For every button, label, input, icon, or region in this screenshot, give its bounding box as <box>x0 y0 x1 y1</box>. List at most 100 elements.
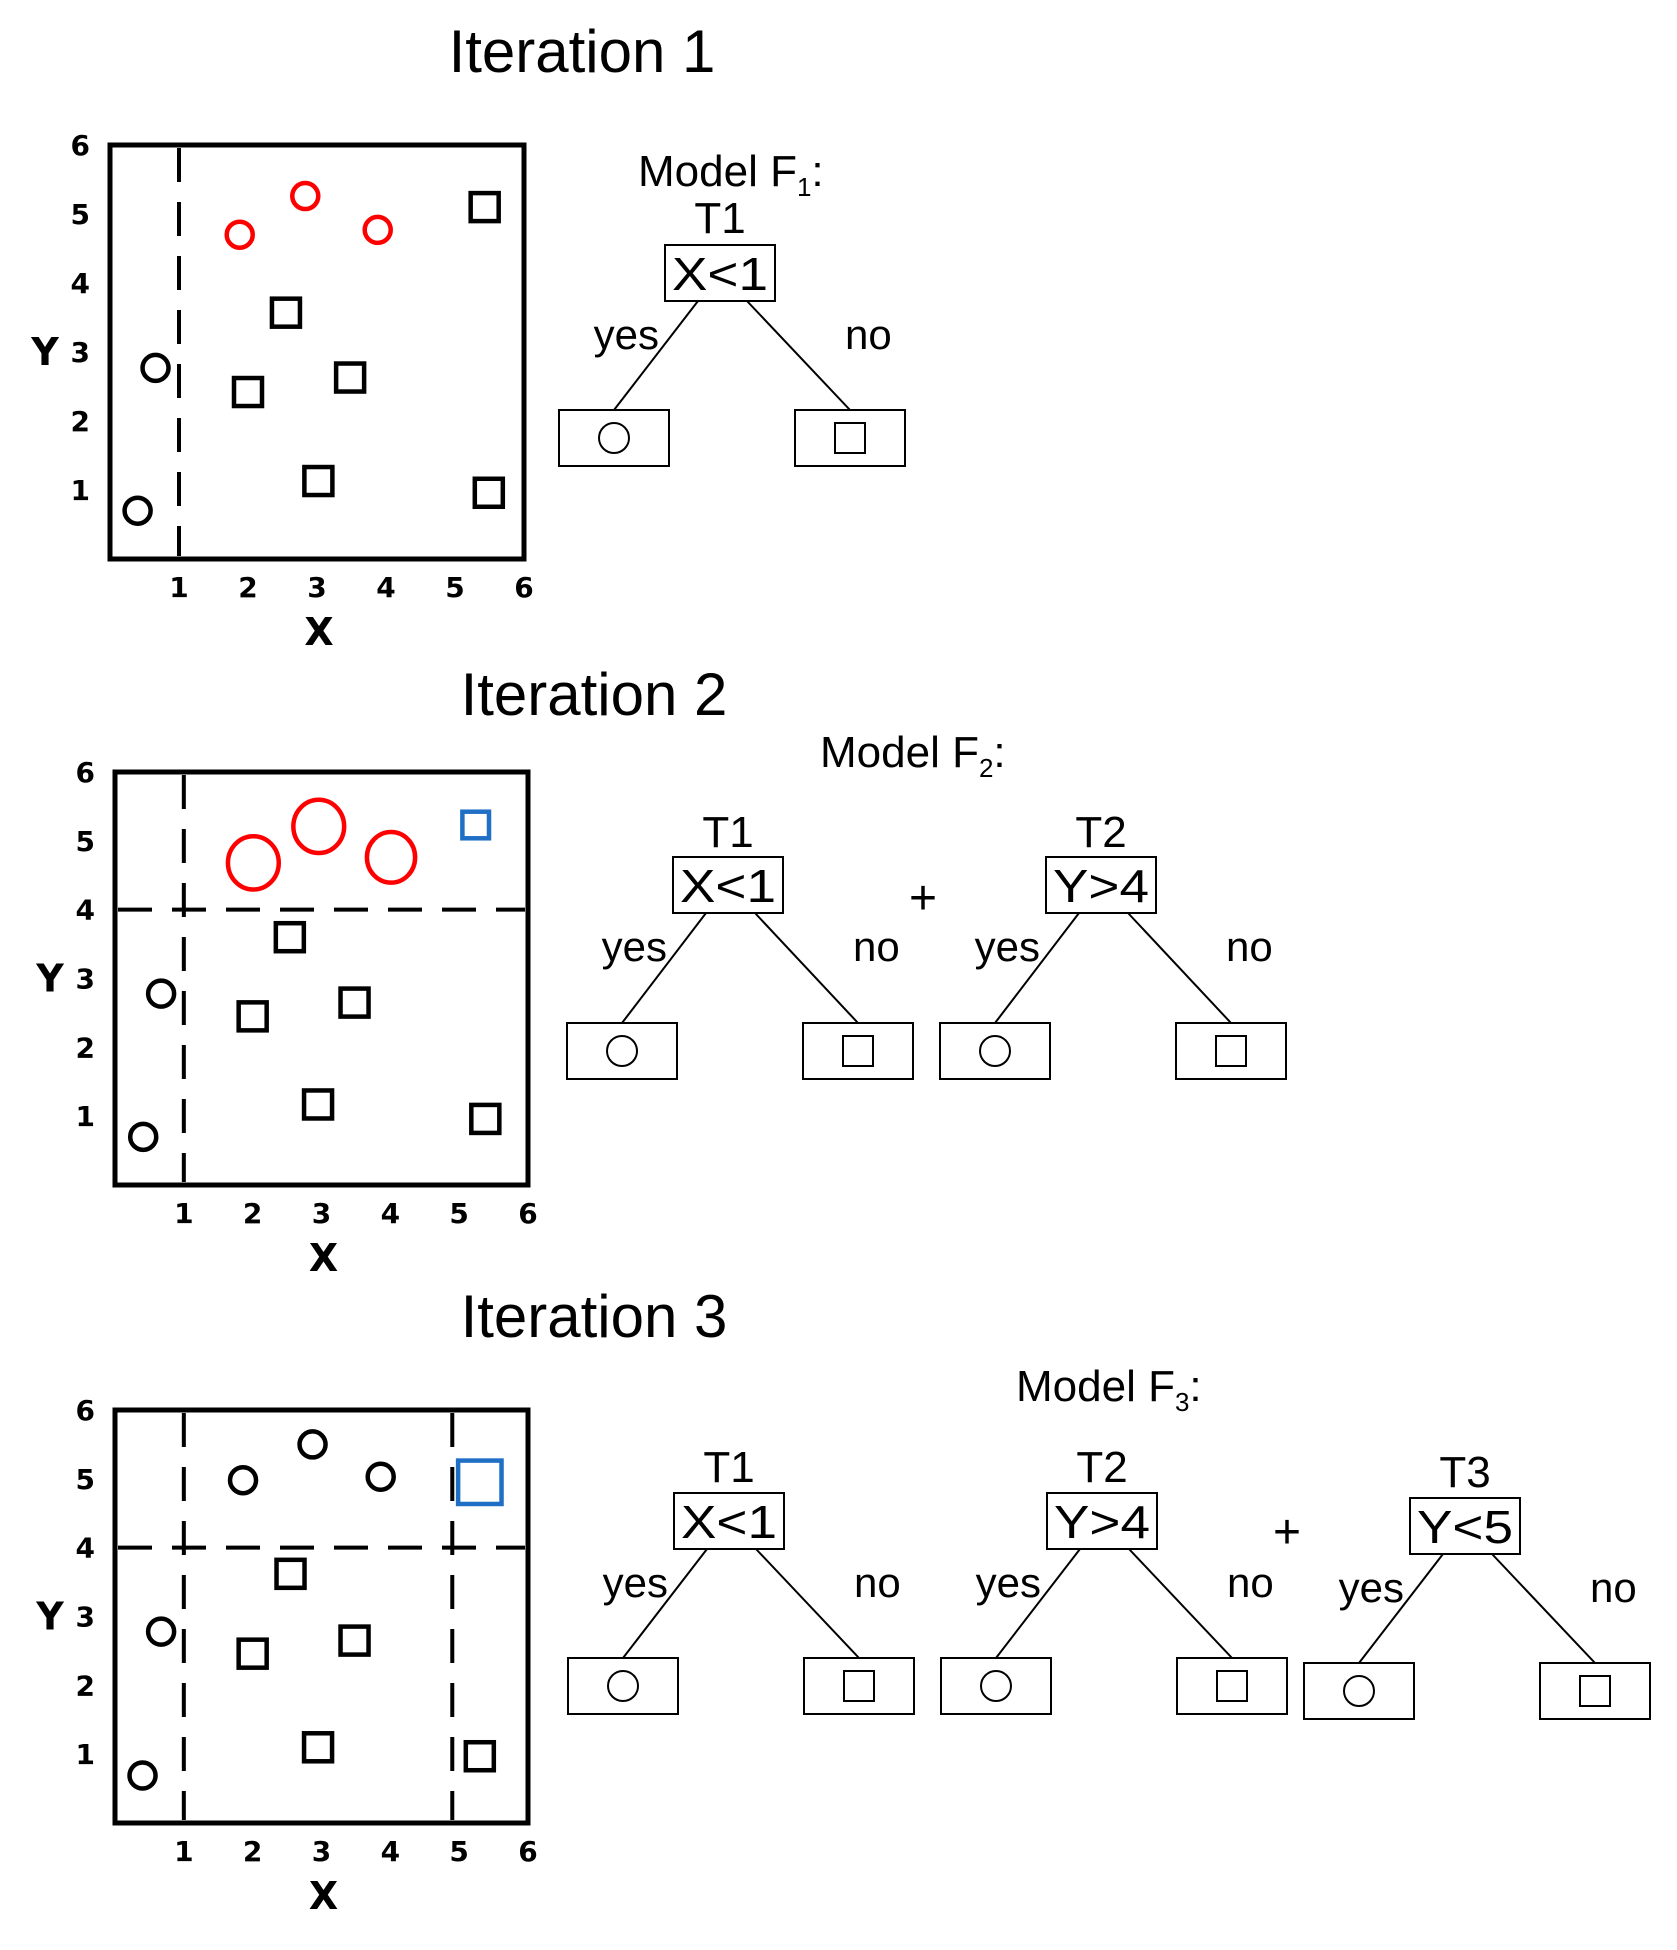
x-tick-label: 6 <box>518 1197 537 1230</box>
yes-branch-line <box>1358 1553 1444 1664</box>
square-point <box>236 1637 269 1670</box>
circle-point <box>145 1616 177 1647</box>
model-label: Model F1: <box>638 147 824 202</box>
split-condition: Y>4 <box>1054 1496 1150 1548</box>
yes-branch-line <box>622 1548 708 1659</box>
yes-leaf-circle-icon <box>607 1670 639 1702</box>
split-condition: Y>4 <box>1053 860 1149 912</box>
x-tick-label: 6 <box>514 571 533 604</box>
no-branch-line <box>1491 1553 1596 1664</box>
no-leaf-square-icon <box>1216 1670 1248 1702</box>
no-branch-line <box>746 300 851 411</box>
x-axis-label: X <box>309 1874 338 1918</box>
yes-leaf-box <box>567 1657 679 1715</box>
split-node-box <box>1046 1492 1158 1550</box>
y-tick-label: 6 <box>76 756 95 789</box>
y-tick-label: 5 <box>76 1463 95 1496</box>
misclassified-circle-point <box>362 214 393 246</box>
tree-name-label: T3 <box>1439 1448 1490 1497</box>
model-label-subscript: 3 <box>1175 1387 1189 1417</box>
no-branch-line <box>754 912 859 1024</box>
split-node-box <box>673 1492 785 1550</box>
square-point <box>274 1557 307 1591</box>
model-label: Model F3: <box>1016 1362 1202 1417</box>
no-branch-line <box>1128 1548 1233 1659</box>
x-tick-label: 4 <box>381 1197 400 1230</box>
no-leaf-box <box>1175 1022 1287 1080</box>
x-tick-label: 2 <box>243 1835 262 1868</box>
square-point <box>338 1624 371 1657</box>
misclassified-circle-point <box>291 797 347 856</box>
plot-frame <box>107 142 527 562</box>
square-point <box>273 920 307 954</box>
y-tick-label: 3 <box>71 336 90 369</box>
y-tick-label: 1 <box>76 1100 95 1133</box>
x-tick-label: 3 <box>312 1197 331 1230</box>
split-condition: X<1 <box>681 1496 777 1548</box>
y-tick-label: 2 <box>76 1031 95 1064</box>
y-axis-label: Y <box>30 330 59 374</box>
yes-branch-label: yes <box>603 1559 668 1606</box>
x-tick-label: 6 <box>518 1835 537 1868</box>
y-tick-label: 5 <box>71 198 90 231</box>
y-tick-label: 1 <box>76 1738 95 1771</box>
circle-point <box>297 1429 328 1460</box>
square-point <box>231 375 265 409</box>
yes-leaf-circle-icon <box>1343 1675 1375 1707</box>
misclassified-circle-point <box>364 829 418 885</box>
no-leaf-box <box>802 1022 914 1080</box>
plus-operator: + <box>909 872 937 925</box>
model-label-subscript: 1 <box>797 172 811 202</box>
misclassified-circle-point <box>225 833 282 892</box>
y-axis-label: Y <box>35 1595 64 1639</box>
circle-point <box>227 1464 259 1496</box>
square-point <box>463 1739 497 1773</box>
yes-branch-label: yes <box>602 923 667 970</box>
tree-name-label: T2 <box>1075 808 1126 857</box>
yes-leaf-circle-icon <box>979 1035 1011 1067</box>
y-axis-label: Y <box>35 957 64 1001</box>
x-tick-label: 5 <box>445 571 464 604</box>
x-tick-label: 2 <box>238 571 257 604</box>
square-point <box>236 1000 269 1033</box>
split-node-box <box>1409 1497 1521 1555</box>
no-branch-label: no <box>853 923 900 970</box>
y-tick-label: 6 <box>71 129 90 162</box>
split-condition: Y<5 <box>1417 1501 1513 1553</box>
circle-point <box>145 978 177 1009</box>
model-label-text: Model F <box>820 728 979 777</box>
model-label-subscript: 2 <box>979 753 993 783</box>
no-leaf-box <box>1539 1662 1651 1720</box>
no-leaf-square-icon <box>1579 1675 1611 1707</box>
no-leaf-square-icon <box>842 1035 874 1067</box>
yes-branch-line <box>613 300 699 411</box>
x-tick-label: 4 <box>376 571 395 604</box>
yes-leaf-box <box>939 1022 1051 1080</box>
plot-frame <box>112 769 531 1188</box>
tree-name-label: T1 <box>702 808 753 857</box>
yes-leaf-box <box>566 1022 678 1080</box>
model-label: Model F2: <box>820 728 1006 783</box>
yes-leaf-box <box>1303 1662 1415 1720</box>
x-tick-label: 4 <box>381 1835 400 1868</box>
x-tick-label: 1 <box>169 571 188 604</box>
yes-branch-line <box>994 912 1080 1024</box>
circle-point <box>122 495 153 526</box>
x-tick-label: 3 <box>307 571 326 604</box>
y-tick-label: 3 <box>76 1601 95 1634</box>
square-point <box>301 1088 335 1121</box>
square-point <box>472 476 506 510</box>
tree-t3: T3Y<5 yes no <box>1303 1448 1651 1720</box>
y-tick-label: 4 <box>71 267 90 300</box>
no-branch-label: no <box>854 1559 901 1606</box>
split-node-box <box>664 244 776 302</box>
yes-leaf-circle-icon <box>980 1670 1012 1702</box>
no-branch-label: no <box>1590 1564 1637 1611</box>
y-tick-label: 6 <box>76 1394 95 1427</box>
yes-branch-label: yes <box>1339 1564 1404 1611</box>
misclassified-circle-point <box>224 219 255 250</box>
